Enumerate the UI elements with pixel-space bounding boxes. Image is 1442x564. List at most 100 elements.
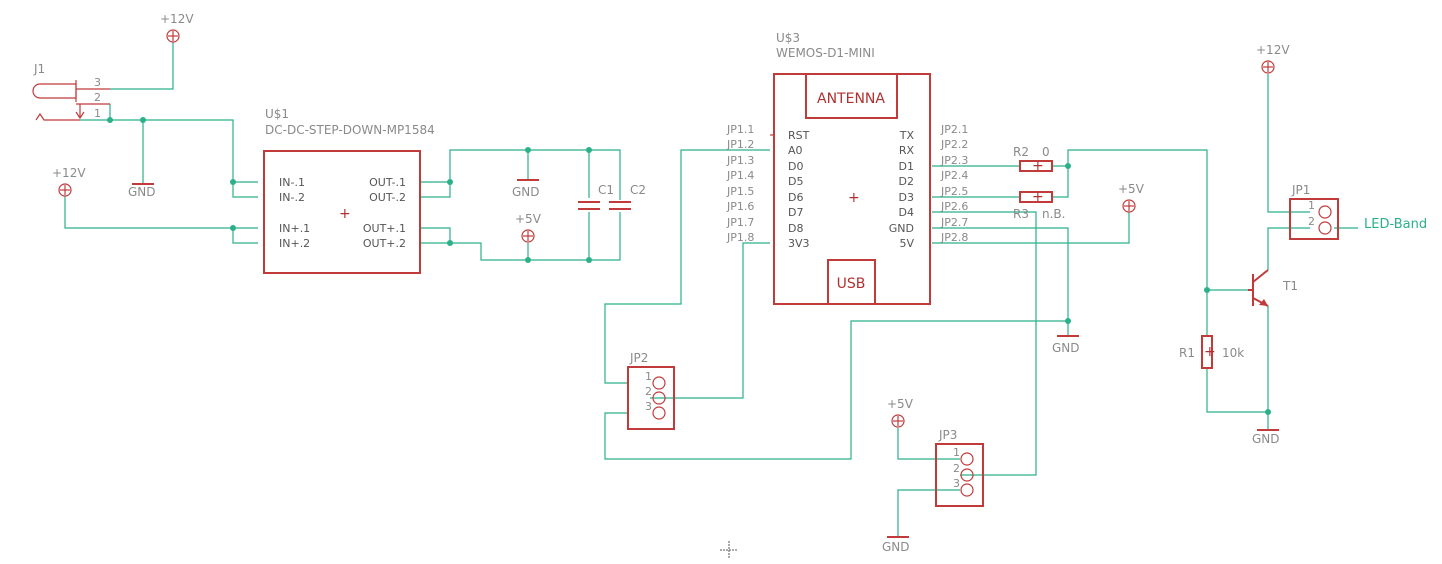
p12v-b-label: +12V: [52, 166, 86, 180]
u3-jp1-7: JP1.7: [726, 216, 754, 229]
j1-pin2-label: 2: [94, 91, 101, 104]
led-band-net-label: LED-Band: [1364, 217, 1427, 232]
supply-5v-a[interactable]: +5V: [515, 212, 542, 243]
connector-j1[interactable]: J1 3 2 1: [32, 62, 110, 121]
supply-5v-b[interactable]: +5V: [1118, 182, 1145, 213]
p12v-c-label: +12V: [1256, 43, 1290, 57]
jp3-pin2-label: 2: [953, 462, 960, 475]
u3-pin-d2: D2: [899, 175, 914, 188]
resistor-r3[interactable]: + R3 n.B.: [1013, 189, 1065, 221]
u3-jp2-1: JP2.1: [940, 123, 968, 136]
c1-label: C1: [598, 183, 614, 197]
u3-jp1-6: JP1.6: [726, 200, 754, 213]
jp1-pin1-label: 1: [1308, 199, 1315, 212]
p5v-c-label: +5V: [887, 397, 914, 411]
jp2-pin2-label: 2: [645, 385, 652, 398]
r3-label: R3: [1013, 207, 1029, 221]
u1-pin-in-minus-1: IN-.1: [279, 176, 305, 189]
resistor-r1[interactable]: + R1 10k: [1179, 335, 1244, 369]
capacitor-c1[interactable]: C1: [578, 183, 614, 210]
ground-b[interactable]: GND: [512, 179, 540, 199]
u3-jp2-7: JP2.7: [940, 216, 968, 229]
u1-origin-marker: +: [339, 206, 351, 222]
jp3-label: JP3: [938, 428, 957, 442]
antenna-label: ANTENNA: [817, 91, 885, 107]
u1-pin-in-minus-2: IN-.2: [279, 191, 305, 204]
u3-jp2-3: JP2.3: [940, 154, 968, 167]
jp2-label: JP2: [629, 351, 648, 365]
u1-pin-out-plus-2: OUT+.2: [363, 237, 406, 250]
r2-marker: +: [1032, 158, 1044, 174]
gnd-a-label: GND: [128, 185, 156, 199]
wemos-d1-mini-u3[interactable]: U$3 WEMOS-D1-MINI ANTENNA USB + RST A0 D…: [726, 31, 968, 305]
u3-pin-rst: RST: [788, 129, 810, 142]
u3-jp1-5: JP1.5: [726, 185, 754, 198]
c2-label: C2: [630, 183, 646, 197]
gnd-c-label: GND: [1052, 341, 1080, 355]
u3-value-label: WEMOS-D1-MINI: [776, 46, 875, 60]
supply-12v-a[interactable]: +12V: [160, 12, 194, 43]
j1-pin3-label: 3: [94, 76, 101, 89]
header-jp1[interactable]: JP1 1 2 LED-Band: [1289, 183, 1427, 240]
gnd-d-label: GND: [1252, 432, 1280, 446]
p5v-b-label: +5V: [1118, 182, 1145, 196]
u3-pin-d5: D5: [788, 175, 803, 188]
u3-jp2-6: JP2.6: [940, 200, 968, 213]
u3-jp1-3: JP1.3: [726, 154, 754, 167]
u1-pin-out-plus-1: OUT+.1: [363, 222, 406, 235]
wires: [64, 42, 1358, 537]
p5v-a-label: +5V: [515, 212, 542, 226]
capacitor-c2[interactable]: C2: [609, 183, 646, 210]
u3-jp2-labels: JP2.1 JP2.2 JP2.3 JP2.4 JP2.5 JP2.6 JP2.…: [940, 123, 968, 244]
junctions: [107, 117, 1271, 415]
u3-pin-rx: RX: [899, 144, 915, 157]
u3-pin-d1: D1: [899, 160, 914, 173]
supply-12v-b[interactable]: +12V: [52, 166, 86, 197]
r3-value: n.B.: [1042, 207, 1065, 221]
u1-pin-out-minus-1: OUT-.1: [369, 176, 406, 189]
u3-pin-a0: A0: [788, 144, 803, 157]
dcdc-module-u1[interactable]: U$1 DC-DC-STEP-DOWN-MP1584 + IN-.1 IN-.2…: [263, 107, 435, 274]
u1-pin-in-plus-2: IN+.2: [279, 237, 310, 250]
transistor-t1[interactable]: T1: [1248, 269, 1298, 307]
u3-jp2-8: JP2.8: [940, 231, 968, 244]
r2-label: R2: [1013, 145, 1029, 159]
r1-marker: +: [1204, 344, 1216, 360]
u3-jp1-labels: JP1.1 JP1.2 JP1.3 JP1.4 JP1.5 JP1.6 JP1.…: [726, 123, 754, 244]
u1-ref-label: U$1: [265, 107, 289, 121]
u3-pin-d4: D4: [899, 206, 914, 219]
header-jp2[interactable]: JP2 1 2 3: [627, 351, 675, 430]
u3-jp1-4: JP1.4: [726, 169, 754, 182]
u3-jp2-5: JP2.5: [940, 185, 968, 198]
r1-label: R1: [1179, 346, 1195, 360]
crosshair-cursor-icon: [720, 541, 738, 559]
u3-pin-tx: TX: [899, 129, 915, 142]
j1-label: J1: [33, 62, 45, 76]
u3-origin-marker: +: [848, 190, 860, 206]
jp1-label: JP1: [1291, 183, 1310, 197]
p12v-a-label: +12V: [160, 12, 194, 26]
u1-pin-out-minus-2: OUT-.2: [369, 191, 406, 204]
ground-d[interactable]: GND: [1252, 429, 1280, 446]
u3-jp1-2: JP1.2: [726, 138, 754, 151]
header-jp3[interactable]: JP3 1 2 3: [935, 428, 984, 507]
supply-12v-c[interactable]: +12V: [1256, 43, 1290, 74]
ground-e[interactable]: GND: [882, 536, 910, 554]
supply-5v-c[interactable]: +5V: [887, 397, 914, 428]
jp2-pin1-label: 1: [645, 370, 652, 383]
ground-a[interactable]: GND: [128, 183, 156, 199]
u3-right-pins: TX RX D1 D2 D3 D4 GND 5V: [889, 129, 915, 250]
u3-pin-d3: D3: [899, 191, 914, 204]
jp3-pin3-label: 3: [953, 477, 960, 490]
u3-pin-d8: D8: [788, 222, 803, 235]
u3-jp1-8: JP1.8: [726, 231, 754, 244]
u3-pin-3v3: 3V3: [788, 237, 810, 250]
resistor-r2[interactable]: + R2 0: [1013, 145, 1053, 174]
r3-marker: +: [1032, 189, 1044, 205]
u3-left-pins: RST A0 D0 D5 D6 D7 D8 3V3: [770, 129, 810, 250]
ground-c[interactable]: GND: [1052, 335, 1080, 355]
jp3-pin1-label: 1: [953, 446, 960, 459]
u3-pin-d7: D7: [788, 206, 803, 219]
gnd-b-label: GND: [512, 185, 540, 199]
